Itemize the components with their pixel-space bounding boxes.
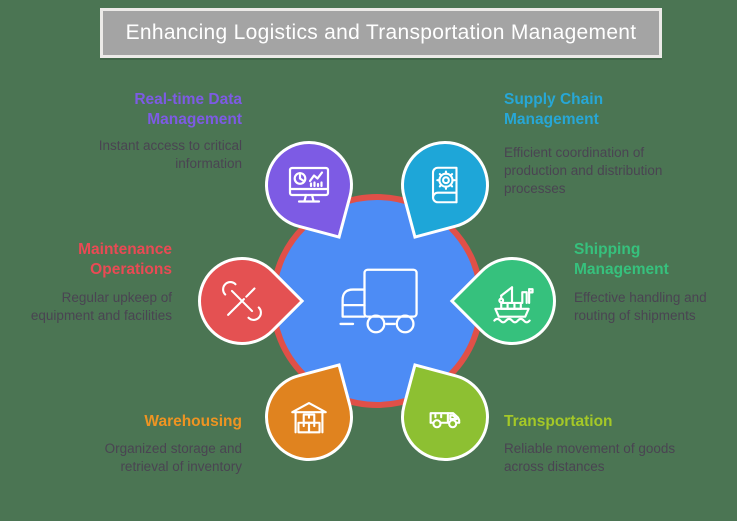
node-title-transportation: Transportation	[504, 413, 613, 430]
node-description-real-time-data-management: Instant access to critical information	[98, 138, 242, 171]
cargo-ship-crane-icon	[493, 286, 534, 324]
node-description-transportation: Reliable movement of goods across distan…	[504, 441, 676, 474]
node-title-shipping-management: Shipping Management	[574, 241, 669, 278]
node-title-warehousing: Warehousing	[144, 413, 242, 430]
page-title: Enhancing Logistics and Transportation M…	[125, 21, 637, 44]
node-description-supply-chain-management: Efficient coordination of production and…	[504, 145, 663, 196]
node-description-shipping-management: Effective handling and routing of shipme…	[574, 290, 707, 323]
node-title-real-time-data-management: Real-time Data Management	[134, 91, 242, 128]
title-banner: Enhancing Logistics and Transportation M…	[100, 8, 662, 58]
node-pin-shipping-management	[449, 238, 575, 364]
node-pin-supply-chain-management	[391, 131, 499, 239]
analytics-monitor-icon	[288, 166, 330, 203]
node-pin-real-time-data-management	[255, 131, 363, 239]
crossed-tools-icon	[222, 281, 262, 321]
warehouse-boxes-icon	[291, 402, 327, 434]
node-pin-transportation	[391, 363, 499, 471]
node-title-maintenance-operations: Maintenance Operations	[78, 241, 172, 278]
node-pin-warehousing	[255, 363, 363, 471]
node-pin-maintenance-operations	[179, 238, 305, 364]
pickup-truck-icon	[429, 412, 461, 429]
node-title-supply-chain-management: Supply Chain Management	[504, 91, 604, 128]
node-description-maintenance-operations: Regular upkeep of equipment and faciliti…	[30, 290, 172, 323]
delivery-truck-icon	[339, 268, 418, 334]
node-description-warehousing: Organized storage and retrieval of inven…	[104, 441, 242, 474]
gear-book-icon	[431, 166, 458, 204]
